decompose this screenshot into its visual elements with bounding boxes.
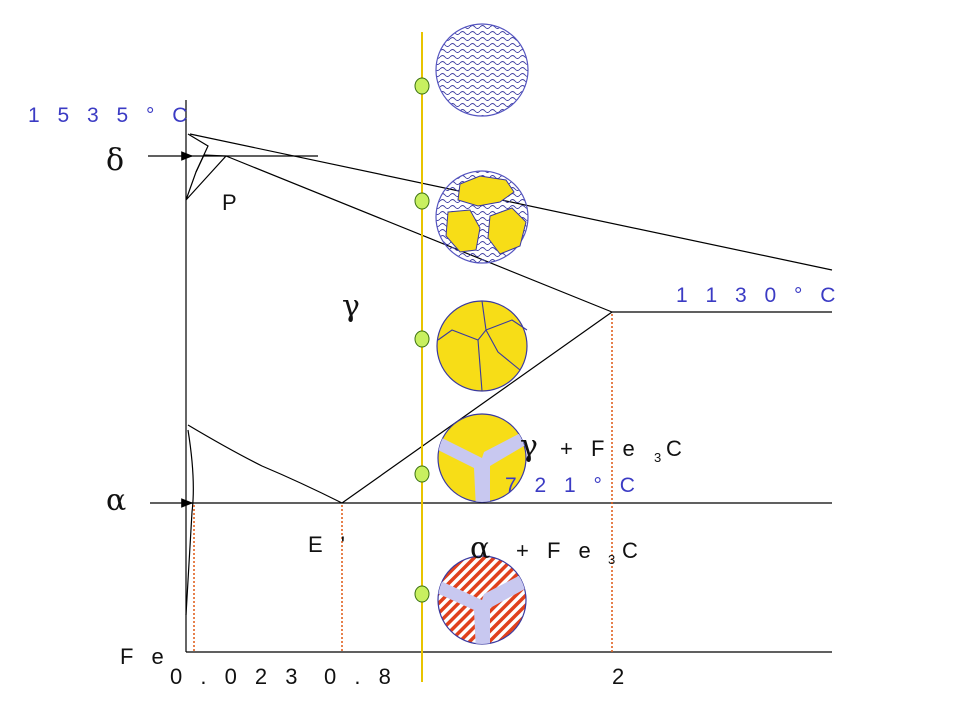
alpha-fe3c-sub: 3 <box>608 552 621 567</box>
microstructure-austenite <box>436 300 528 392</box>
temp-1535-label: 1 5 3 5 ° C <box>28 104 193 127</box>
microstructure-austenite-plus-fe3c <box>437 413 527 503</box>
temp-721-label: 7 2 1 ° C <box>505 474 641 497</box>
tick-label-2: 2 <box>612 664 630 689</box>
gamma-fe3c-label: γ + F e 3 C <box>520 429 688 465</box>
gamma-fe3c-text: + F e <box>560 436 641 461</box>
marker-liquid-austenite <box>414 192 430 210</box>
gamma-fe3c-sub: 3 <box>654 450 667 465</box>
microstructure-liquid-plus-austenite <box>435 170 529 264</box>
acm-line <box>341 311 613 504</box>
composition-guides <box>193 314 613 652</box>
gamma-fe3c-c: C <box>666 436 688 461</box>
marker-austenite-fe3c <box>414 465 430 483</box>
delta-region-boundary <box>185 154 228 201</box>
cooling-markers <box>414 77 430 603</box>
alpha-fe3c-symbol: α <box>470 531 490 566</box>
alpha-label: α <box>106 483 126 518</box>
tick-label-0023: 0 . 0 2 3 <box>170 664 304 689</box>
gamma-fe3c-symbol: γ <box>520 429 538 464</box>
temp-1130-label: 1 1 3 0 ° C <box>676 284 841 307</box>
point-p-label: P <box>222 190 243 215</box>
marker-liquid <box>414 77 430 95</box>
point-e-label: E ' <box>308 532 351 557</box>
alpha-fe3c-text: + F e <box>516 538 597 563</box>
a3-line <box>187 424 343 504</box>
alpha-fe3c-label: α + F e 3 C <box>470 531 644 567</box>
marker-pearlite <box>414 585 430 603</box>
alpha-fe3c-c: C <box>622 538 644 563</box>
delta-label: δ <box>106 143 124 178</box>
delta-region-inner <box>187 133 209 173</box>
ferrite-solvus <box>185 429 194 616</box>
tick-label-08: 0 . 8 <box>324 664 397 689</box>
gamma-label: γ <box>342 289 360 324</box>
fe-label: F e <box>120 644 170 669</box>
marker-austenite <box>414 330 430 348</box>
microstructure-pearlite <box>437 555 527 645</box>
microstructure-liquid <box>435 23 529 117</box>
solidus-line <box>225 155 613 313</box>
